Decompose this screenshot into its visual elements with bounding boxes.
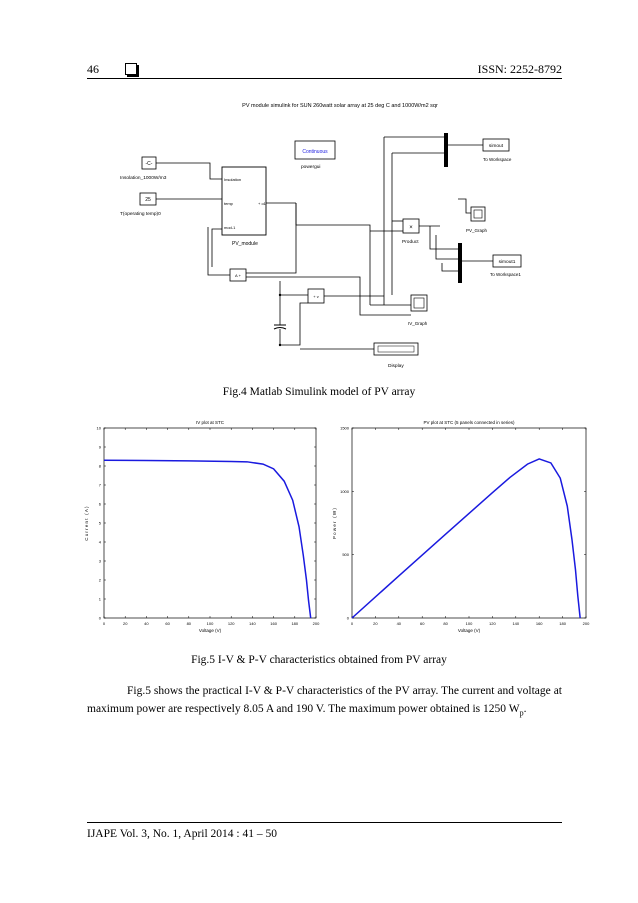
x-tick-label: 80 [443, 621, 448, 626]
svg-text:+ v: + v [313, 294, 318, 299]
x-tick-label: 0 [351, 621, 354, 626]
x-tick-label: 40 [144, 621, 149, 626]
y-tick-label: 2 [99, 578, 102, 583]
simout-text: simout [489, 143, 504, 149]
mux-bar-mid [458, 243, 462, 283]
y-tick-label: 10 [97, 426, 102, 431]
plot-area [351, 427, 587, 619]
y-tick-label: 0 [347, 616, 350, 621]
footer-text: IJAPE Vol. 3, No. 1, April 2014 : 41 – 5… [87, 828, 277, 840]
x-axis-label: Voltage (V) [199, 628, 222, 633]
chart-title: IV plot at STC [196, 420, 225, 425]
temp-constant-text: 25 [145, 197, 151, 203]
x-axis-label: Voltage (V) [458, 628, 481, 633]
insolation-constant-text: -C- [146, 161, 153, 167]
body-text: Fig.5 shows the practical I-V & P-V char… [87, 685, 562, 715]
pv-chart: PV plot at STC (5 panels connected in se… [332, 420, 590, 633]
x-tick-label: 120 [489, 621, 496, 626]
y-tick-label: 1 [99, 597, 102, 602]
product-symbol: × [409, 225, 413, 231]
powergui-block [294, 140, 336, 160]
x-tick-label: 60 [420, 621, 425, 626]
y-tick-label: 4 [99, 540, 102, 545]
y-tick-label: 3 [99, 559, 102, 564]
x-tick-label: 40 [397, 621, 402, 626]
x-tick-label: 160 [270, 621, 277, 626]
svg-text:A +: A + [235, 273, 242, 278]
x-tick-label: 200 [583, 621, 590, 626]
figure5-caption: Fig.5 I-V & P-V characteristics obtained… [191, 654, 447, 666]
pv-module-label: PV_module [232, 241, 258, 247]
mux-bar-top [444, 133, 448, 167]
x-tick-label: 100 [207, 621, 214, 626]
simulink-title: PV module simulink for SUN 260watt solar… [242, 103, 438, 109]
header-rule [87, 78, 562, 79]
series-line [351, 458, 581, 619]
y-tick-label: 8 [99, 464, 102, 469]
x-tick-label: 20 [373, 621, 378, 626]
footer-rule [87, 822, 562, 823]
body-paragraph: Fig.5 shows the practical I-V & P-V char… [87, 682, 562, 722]
y-tick-label: 1500 [340, 426, 350, 431]
pv-in3-label: mod-1 [224, 225, 236, 230]
display-label: Display [388, 363, 404, 369]
page-number: 46 [87, 62, 99, 76]
body-end: . [523, 703, 527, 715]
x-tick-label: 140 [249, 621, 256, 626]
iv-graph-label: IV_Graph [408, 321, 428, 326]
y-tick-label: 5 [99, 521, 102, 526]
y-axis-label: Power (W) [332, 507, 337, 539]
powergui-label: powergui [301, 164, 320, 170]
x-tick-label: 140 [512, 621, 519, 626]
plot-area [103, 427, 317, 619]
x-tick-label: 80 [187, 621, 192, 626]
x-tick-label: 180 [559, 621, 566, 626]
series-line [103, 459, 312, 619]
x-tick-label: 180 [291, 621, 298, 626]
chart-title: PV plot at STC (5 panels connected in se… [423, 420, 515, 425]
insolation-label: Insolation_1000W/m3 [120, 175, 167, 181]
x-tick-label: 20 [123, 621, 128, 626]
x-tick-label: 0 [103, 621, 106, 626]
y-axis-label: Current (A) [84, 505, 89, 540]
powergui-text: Continuous [302, 149, 328, 155]
simout1-label: To Workspace1 [490, 272, 521, 277]
y-tick-label: 500 [342, 552, 349, 557]
x-tick-label: 120 [228, 621, 235, 626]
figure4-caption: Fig.4 Matlab Simulink model of PV array [222, 386, 416, 398]
product-label: Product [402, 239, 419, 245]
y-tick-label: 9 [99, 445, 102, 450]
y-tick-label: 7 [99, 483, 102, 488]
simout1-text: simout1 [499, 259, 516, 265]
issn-label: ISSN: 2252-8792 [477, 62, 562, 76]
body-subscript: p [519, 708, 524, 718]
simulink-diagram: PV module simulink for SUN 260watt solar… [120, 103, 521, 369]
pv-in2-label: temp [224, 201, 234, 206]
x-tick-label: 60 [165, 621, 170, 626]
temp-label: T(operating temp)0 [120, 211, 161, 217]
x-tick-label: 100 [466, 621, 473, 626]
x-tick-label: 160 [536, 621, 543, 626]
y-tick-label: 6 [99, 502, 102, 507]
simout-label: To Workspace [483, 157, 512, 162]
pv-out-label: + o1 [258, 201, 267, 206]
pv-in1-label: Insolation [224, 177, 241, 182]
pv-graph-label: PV_Graph [466, 228, 488, 233]
x-tick-label: 200 [313, 621, 320, 626]
pv-module-block [221, 166, 267, 236]
checkbox-glyph-icon [125, 63, 137, 75]
y-tick-label: 1000 [340, 489, 350, 494]
y-tick-label: 0 [99, 616, 102, 621]
